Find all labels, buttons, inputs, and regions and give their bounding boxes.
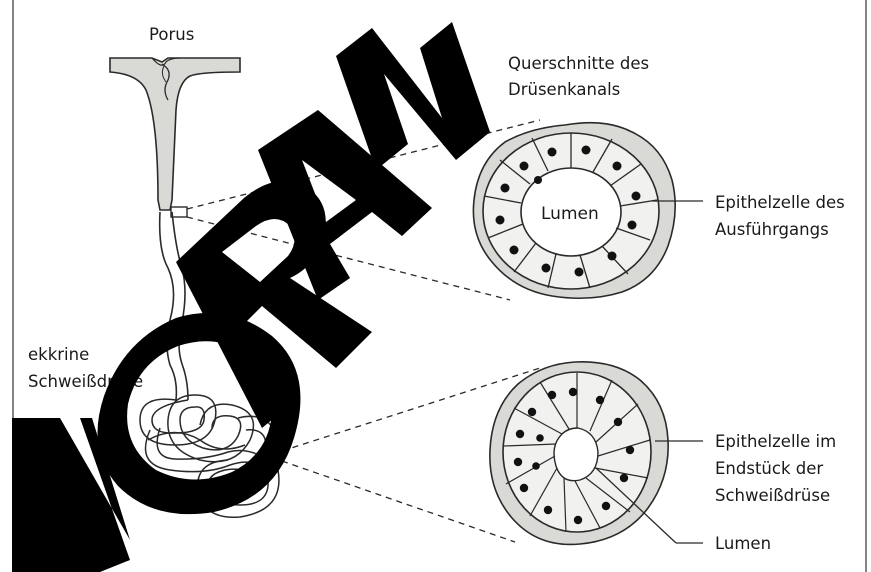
- epidermis-pore: [110, 58, 240, 217]
- sweat-duct: [160, 212, 188, 400]
- label-cross-sections-line1: Querschnitte des: [508, 54, 649, 73]
- duct-section-marker: [171, 207, 187, 217]
- label-end-cell-line3: Schweißdrüse: [715, 486, 830, 505]
- label-porus: Porus: [149, 25, 194, 44]
- label-lumen-upper: Lumen: [541, 204, 599, 224]
- label-cross-sections-line2: Drüsenkanals: [508, 80, 620, 99]
- endpiece-cross-section: [490, 362, 668, 545]
- label-end-cell-line2: Endstück der: [715, 459, 823, 478]
- watermark: [12, 22, 490, 572]
- endpiece-lumen: [554, 428, 598, 481]
- label-duct-cell-line1: Epithelzelle des: [715, 193, 845, 212]
- label-gland-line1: ekkrine: [28, 345, 89, 364]
- label-lumen-lower: Lumen: [715, 534, 771, 553]
- label-end-cell-line1: Epithelzelle im: [715, 432, 836, 451]
- label-duct-cell-line2: Ausführgangs: [715, 220, 829, 239]
